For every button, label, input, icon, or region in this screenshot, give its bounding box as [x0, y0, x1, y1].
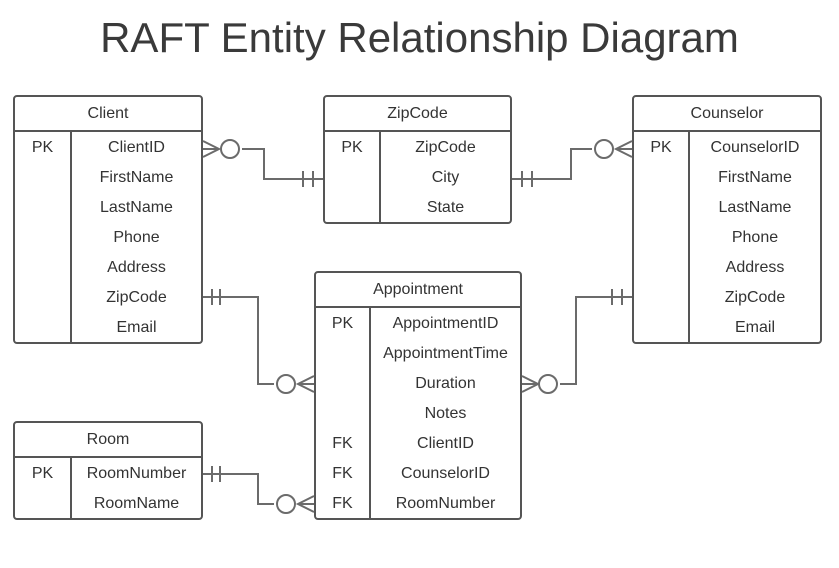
entity-name: ZipCode — [387, 105, 448, 122]
crows-foot-many-icon — [202, 140, 222, 158]
field-name: Email — [735, 319, 775, 336]
field-name: LastName — [719, 199, 792, 216]
connector-line — [522, 296, 632, 385]
key-label: PK — [32, 465, 54, 482]
field-name: City — [432, 169, 460, 186]
relationship-counselor-appointment — [521, 289, 632, 394]
field-name: Address — [107, 259, 166, 276]
field-name: ClientID — [108, 139, 165, 156]
field-name: ZipCode — [415, 139, 476, 156]
entity-name: Client — [88, 105, 129, 122]
zero-optional-icon — [538, 374, 558, 394]
field-name: FirstName — [100, 169, 174, 186]
relationship-client-zipcode — [202, 139, 323, 187]
field-name: FirstName — [718, 169, 792, 186]
field-name: Address — [726, 259, 785, 276]
field-name: ClientID — [417, 435, 474, 452]
key-label: FK — [332, 495, 353, 512]
field-name: AppointmentID — [393, 315, 499, 332]
field-name: RoomNumber — [87, 465, 187, 482]
crows-foot-many-icon — [521, 375, 541, 393]
key-label: PK — [32, 139, 54, 156]
field-name: CounselorID — [711, 139, 800, 156]
key-label: PK — [332, 315, 354, 332]
field-name: RoomNumber — [396, 495, 496, 512]
field-name: AppointmentTime — [383, 345, 508, 362]
field-name: State — [427, 199, 464, 216]
key-label: PK — [341, 139, 363, 156]
field-name: Phone — [732, 229, 778, 246]
zero-optional-icon — [220, 139, 240, 159]
crows-foot-many-icon — [295, 495, 315, 513]
entity-box — [314, 271, 522, 520]
key-label: FK — [332, 435, 353, 452]
entity-box — [632, 95, 822, 344]
entity-name: Room — [87, 431, 130, 448]
relationship-client-appointment — [203, 289, 315, 394]
diagram-title: RAFT Entity Relationship Diagram — [100, 14, 739, 61]
field-name: ZipCode — [106, 289, 167, 306]
field-name: ZipCode — [725, 289, 786, 306]
entity-box — [13, 95, 203, 344]
relationship-counselor-zipcode — [512, 139, 633, 187]
field-name: Email — [116, 319, 156, 336]
field-name: CounselorID — [401, 465, 490, 482]
entity-box — [13, 421, 203, 520]
zero-optional-icon — [594, 139, 614, 159]
key-label: FK — [332, 465, 353, 482]
field-name: Duration — [415, 375, 475, 392]
zero-optional-icon — [276, 494, 296, 514]
key-label: PK — [650, 139, 672, 156]
entity-name: Appointment — [373, 281, 463, 298]
relationship-room-appointment — [203, 466, 315, 514]
entity-name: Counselor — [691, 105, 765, 122]
field-name: Notes — [425, 405, 467, 422]
crows-foot-many-icon — [295, 375, 315, 393]
connector-line — [203, 148, 323, 180]
connector-line — [512, 148, 632, 180]
entity-box — [323, 95, 512, 224]
zero-optional-icon — [276, 374, 296, 394]
field-name: Phone — [113, 229, 159, 246]
field-name: RoomName — [94, 495, 179, 512]
crows-foot-many-icon — [613, 140, 633, 158]
connector-line — [203, 296, 314, 385]
field-name: LastName — [100, 199, 173, 216]
